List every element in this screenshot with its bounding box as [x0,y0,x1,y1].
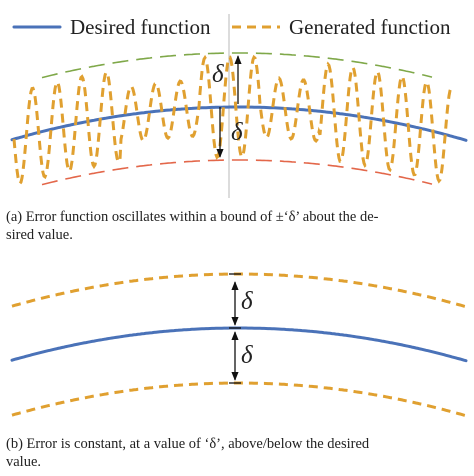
panel-b-delta-upper: δ [241,288,253,315]
panel-a-caption-line1: (a) Error function oscillates within a b… [6,209,379,225]
panel-a-delta-upper: δ [212,61,224,88]
legend-desired-label: Desired function [70,15,211,39]
panel-a-lower-bound [41,159,433,186]
panel-b-caption-line2: value. [6,454,41,470]
panel-b: δ δ (b) Error is constant, at a value of… [6,272,468,470]
panel-b-lower-dashed-curve [11,381,467,418]
panel-a-caption-line2: sired value. [6,227,73,243]
panel-b-desired-curve [10,326,468,363]
panel-a-upper-bound [41,52,433,79]
panel-b-caption-line1: (b) Error is constant, at a value of ‘δ’… [6,436,370,452]
legend-generated-label: Generated function [289,15,451,39]
panel-a-generated-curve [12,54,453,187]
panel-a: δ δ (a) Error function oscillates within… [6,14,468,243]
panel-a-delta-lower: δ [231,119,243,146]
panel-b-delta-lower: δ [241,342,253,369]
panel-b-upper-dashed-curve [11,272,467,309]
legend: Desired function Generated function [12,15,451,39]
